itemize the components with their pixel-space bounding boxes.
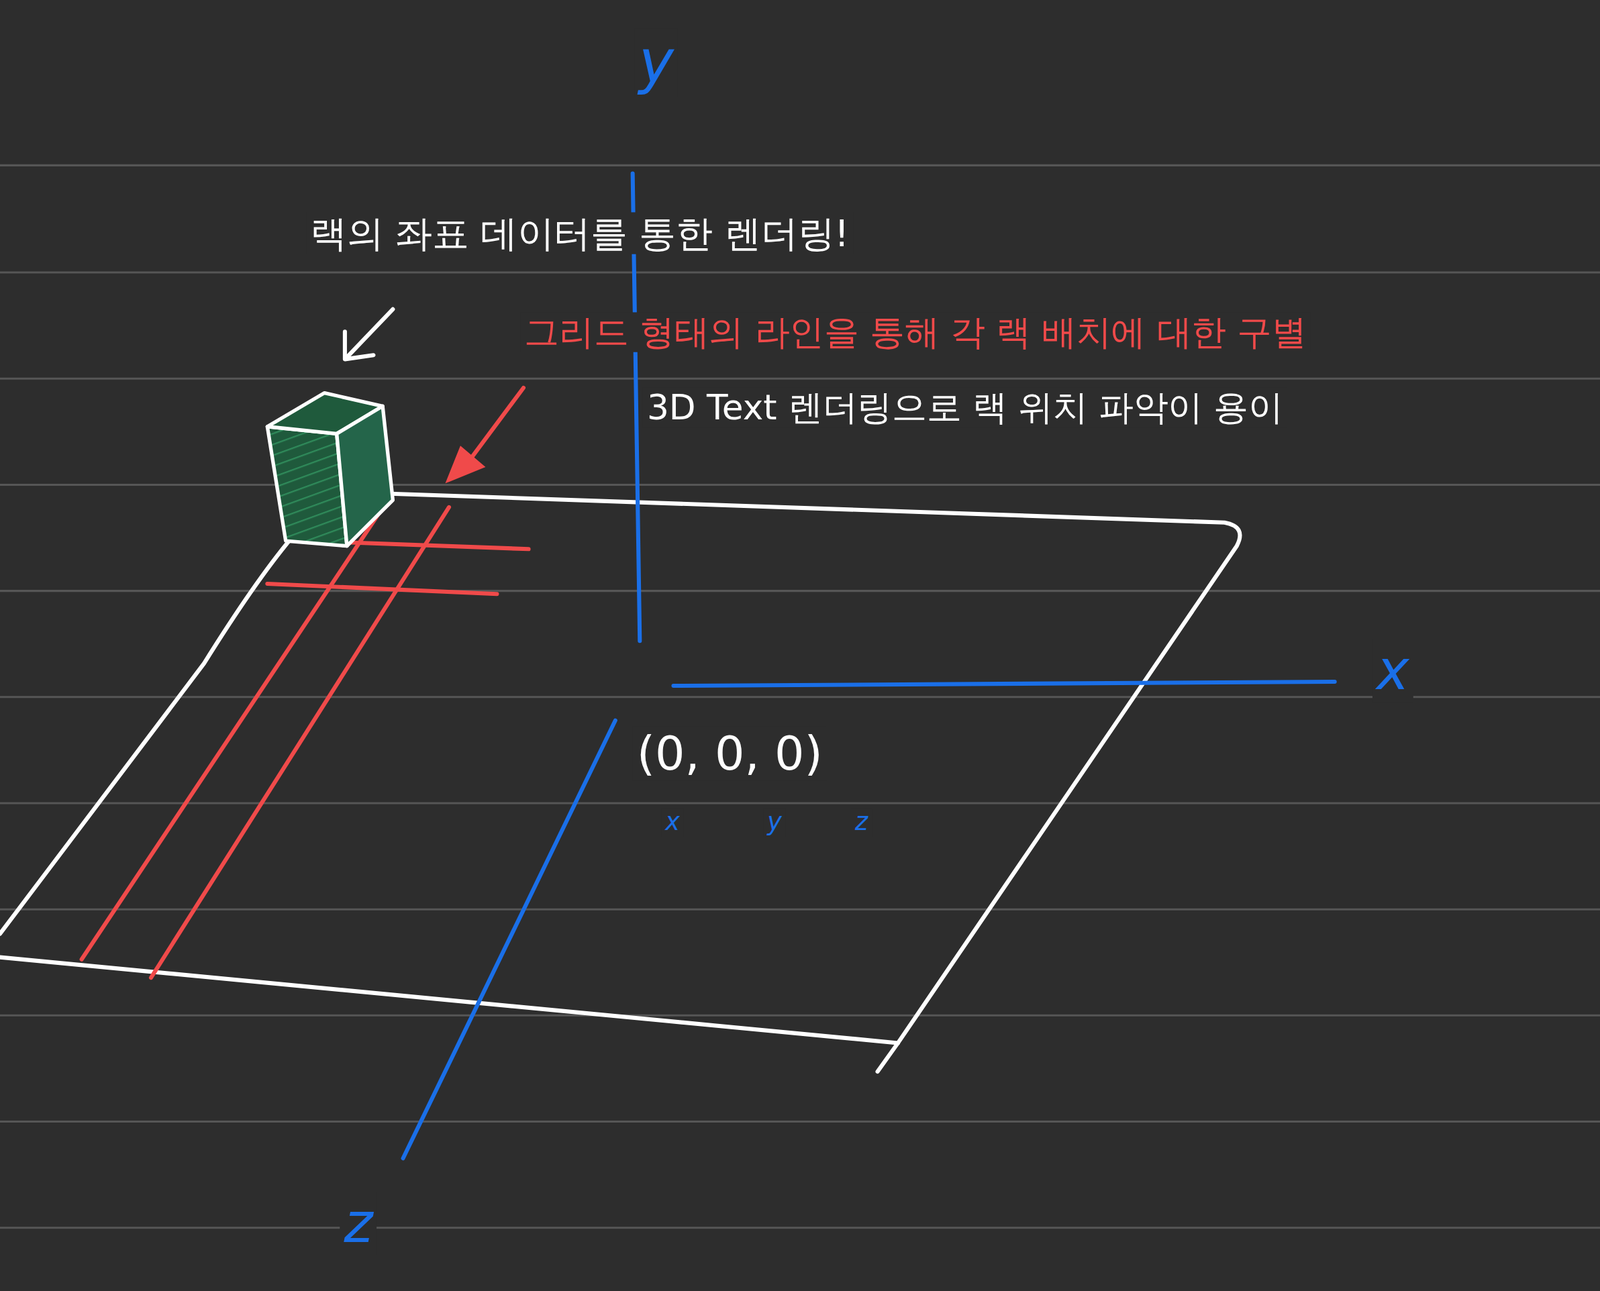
coordinate-label: y (763, 808, 786, 837)
axes (403, 173, 1335, 1160)
ruled-line (0, 1226, 1600, 1229)
rack-cube (267, 393, 393, 547)
plane-edge (0, 538, 291, 935)
ruled-line (0, 908, 1600, 911)
grid-line (81, 500, 388, 960)
coordinate-label: z (851, 808, 872, 837)
axis-label: x (1372, 638, 1414, 703)
grid-line (267, 583, 497, 594)
ruled-line (0, 377, 1600, 380)
ruled-line (0, 164, 1600, 167)
floor-plane (0, 491, 1240, 1072)
ruled-line (0, 483, 1600, 486)
cube-face (267, 426, 347, 547)
axis-label: z (339, 1191, 377, 1256)
z-axis (403, 720, 616, 1159)
ruled-line (0, 589, 1600, 592)
axis-label: y (634, 28, 678, 97)
leader-line (346, 309, 393, 358)
note-text: 그리드 형태의 라인을 통해 각 랙 배치에 대한 구별 (520, 312, 1311, 352)
plane-edge (0, 957, 898, 1044)
x-axis (673, 681, 1335, 686)
ruled-line (0, 271, 1600, 274)
grid-line (151, 507, 449, 978)
arrow-head (344, 331, 374, 360)
grid-lines (81, 387, 529, 978)
arrow-head (448, 448, 482, 480)
ruled-line (0, 1120, 1600, 1123)
ruled-line (0, 695, 1600, 698)
note-text: 랙의 좌표 데이터를 통한 렌더링! (306, 212, 854, 255)
ruled-lines (0, 165, 1600, 1228)
note-text: 3D Text 렌더링으로 랙 위치 파악이 용이 (642, 387, 1288, 428)
coordinate-label: x (661, 808, 684, 837)
ruled-line (0, 1014, 1600, 1017)
plane-edge (338, 491, 1241, 1072)
cube-face (336, 406, 394, 546)
origin-label: (0, 0, 0) (632, 726, 827, 781)
ruled-line (0, 802, 1600, 805)
rack-pointer (344, 309, 393, 360)
